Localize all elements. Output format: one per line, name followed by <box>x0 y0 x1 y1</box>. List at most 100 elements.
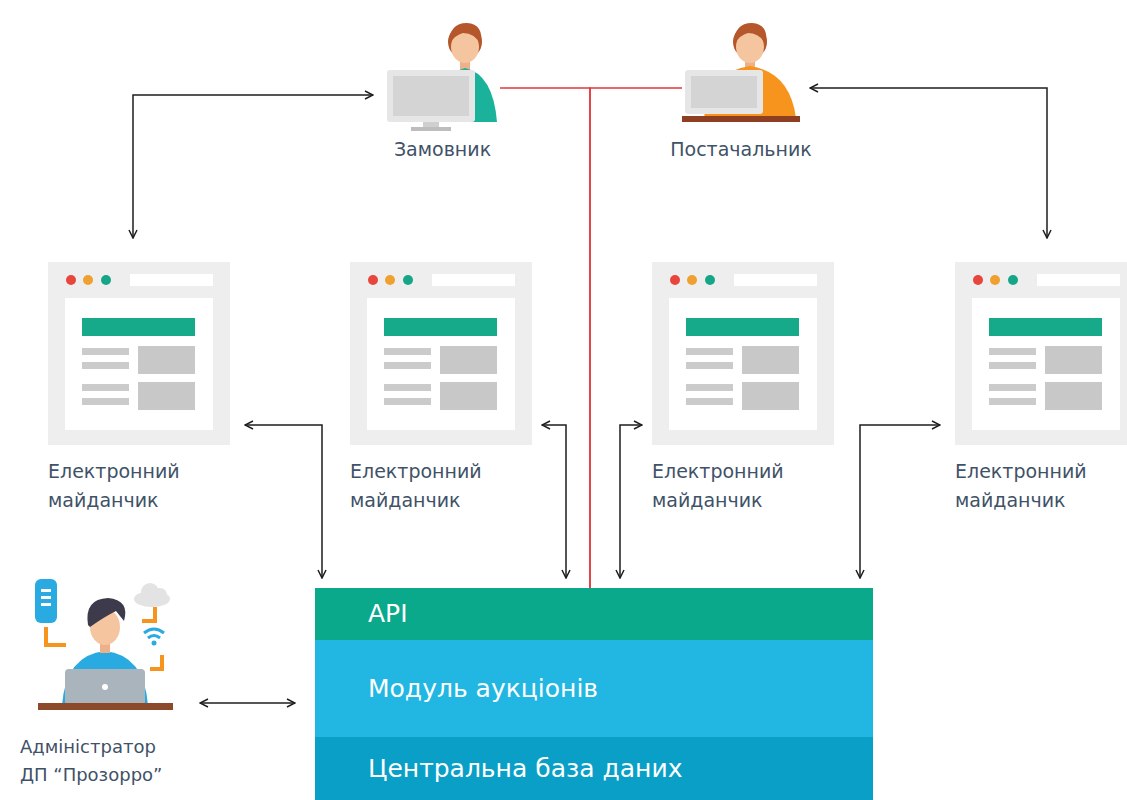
node-label: Електронний майданчик <box>652 457 817 515</box>
layer-label: API <box>315 599 408 629</box>
node-label: Електронний майданчик <box>48 457 213 515</box>
window-chrome <box>384 384 431 391</box>
window-chrome <box>432 274 515 286</box>
window-chrome <box>990 275 1000 285</box>
window-chrome <box>686 362 733 369</box>
window-chrome <box>130 274 213 286</box>
window-chrome <box>82 384 129 391</box>
window-chrome <box>367 298 515 430</box>
administrator-icon <box>150 655 162 669</box>
actor-icon: Постачальник <box>682 18 800 128</box>
system-layer: API <box>315 588 873 640</box>
administrator-icon <box>102 684 108 690</box>
customer-icon <box>411 127 451 131</box>
window-chrome <box>440 346 497 374</box>
window-chrome <box>384 348 431 355</box>
administrator-icon <box>41 589 51 592</box>
window-chrome <box>687 275 697 285</box>
window-chrome <box>742 382 799 410</box>
customer-icon <box>449 23 481 45</box>
administrator-icon <box>35 579 57 623</box>
administrator-icon <box>38 703 173 710</box>
supplier-icon <box>685 70 763 114</box>
layer-label: Модуль аукціонів <box>315 674 598 704</box>
customer-icon <box>387 23 497 131</box>
window-chrome <box>670 275 680 285</box>
window-chrome <box>83 275 93 285</box>
window-chrome <box>440 382 497 410</box>
window-chrome <box>989 362 1036 369</box>
node-label: Замовник <box>394 138 491 160</box>
node-label: Електронний майданчик <box>350 457 515 515</box>
node-label: Постачальник <box>670 138 812 160</box>
actor-icon: Замовник <box>385 18 500 128</box>
window-chrome <box>1045 382 1102 410</box>
window-chrome <box>1045 346 1102 374</box>
layer-label: Центральна база даних <box>315 754 683 784</box>
window-chrome <box>350 262 532 445</box>
window-chrome <box>989 384 1036 391</box>
administrator-icon <box>62 651 148 705</box>
window-chrome <box>82 318 195 336</box>
administrator-icon <box>41 596 51 599</box>
window-chrome <box>65 298 213 430</box>
window-chrome <box>652 262 834 445</box>
window-chrome <box>384 398 431 405</box>
customer-icon <box>387 70 475 122</box>
window-chrome <box>686 384 733 391</box>
window-chrome <box>989 398 1036 405</box>
window-chrome <box>989 348 1036 355</box>
administrator-icon <box>148 636 160 639</box>
window-chrome <box>368 275 378 285</box>
administrator-icon <box>153 588 167 602</box>
window-chrome <box>1008 275 1018 285</box>
supplier-icon <box>682 116 800 122</box>
administrator-icon <box>41 603 51 606</box>
window-chrome <box>686 348 733 355</box>
window-chrome <box>973 275 983 285</box>
window-chrome <box>734 274 817 286</box>
window-chrome <box>403 275 413 285</box>
window-chrome <box>82 362 129 369</box>
data-exchange-arrow <box>200 702 295 704</box>
window-chrome <box>686 318 799 336</box>
system-layer: Модуль аукціонів <box>315 640 873 737</box>
window-chrome <box>138 382 195 410</box>
data-exchange-arrow <box>620 425 642 578</box>
window-chrome <box>384 362 431 369</box>
node-label: Електронний майданчик <box>955 457 1120 515</box>
platform-window: Електронний майданчик <box>48 262 230 445</box>
administrator-icon <box>35 579 173 710</box>
system-layer: Центральна база даних <box>315 737 873 800</box>
node-label: Адміністратор ДП “Прозорро” <box>20 733 175 789</box>
administrator-icon <box>152 641 157 646</box>
window-chrome <box>138 346 195 374</box>
window-chrome <box>1037 274 1120 286</box>
platform-window: Електронний майданчик <box>350 262 532 445</box>
window-chrome <box>972 298 1120 430</box>
administrator-icon <box>144 629 164 633</box>
window-chrome <box>989 318 1102 336</box>
supplier-icon <box>691 76 757 108</box>
window-chrome <box>669 298 817 430</box>
administrator-icon <box>142 607 155 621</box>
window-chrome <box>385 275 395 285</box>
window-chrome <box>82 398 129 405</box>
supplier-icon <box>734 23 766 45</box>
window-chrome <box>705 275 715 285</box>
window-chrome <box>101 275 111 285</box>
data-exchange-arrow <box>810 88 1047 238</box>
data-exchange-arrow <box>860 425 940 578</box>
window-chrome <box>955 262 1127 445</box>
window-chrome <box>384 318 497 336</box>
window-chrome <box>82 348 129 355</box>
customer-icon <box>393 76 469 116</box>
data-exchange-arrow <box>245 425 322 578</box>
data-exchange-arrow <box>133 95 373 238</box>
window-chrome <box>66 275 76 285</box>
data-exchange-arrow <box>542 425 566 578</box>
window-chrome <box>48 262 230 445</box>
administrator-icon <box>46 627 66 645</box>
administrator-icon <box>65 669 145 705</box>
